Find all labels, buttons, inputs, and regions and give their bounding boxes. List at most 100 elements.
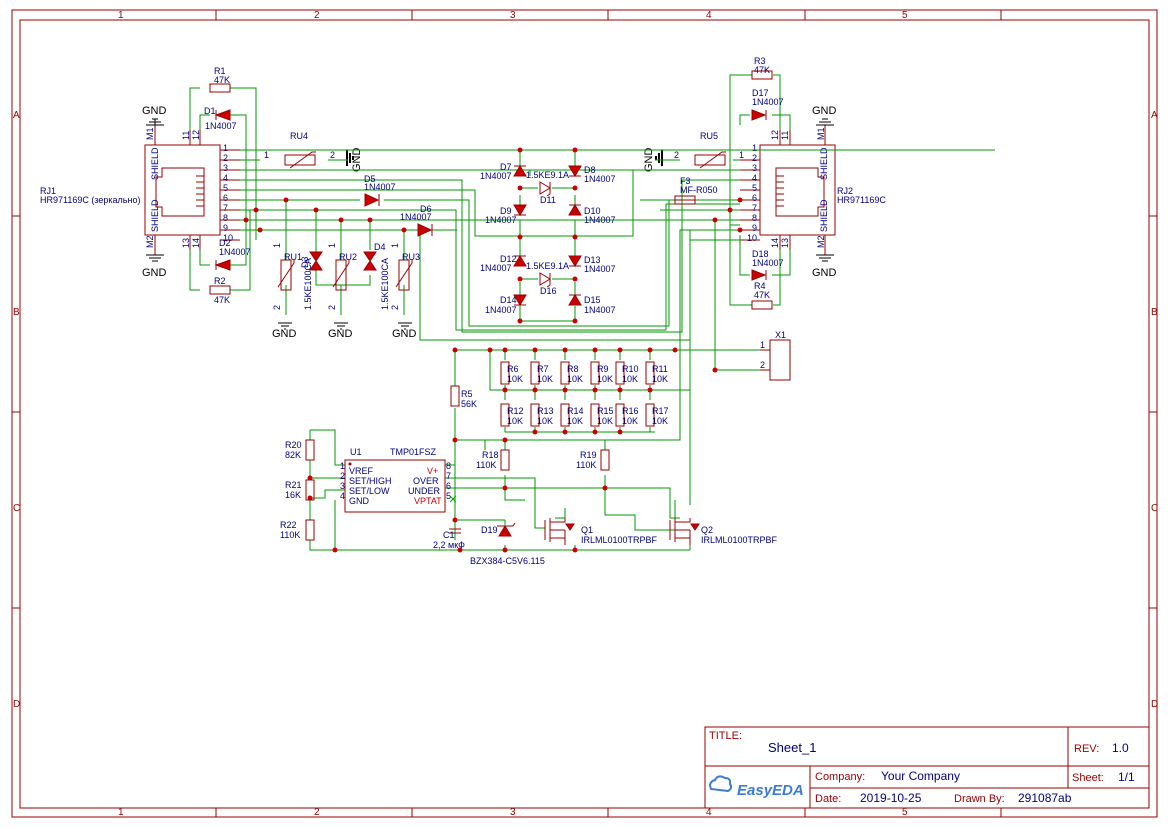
value: IRLML0100TRPBF [701,535,778,545]
ref: R9 [597,364,609,374]
value: 2,2 мкФ [433,540,465,550]
ref: U1 [350,447,362,457]
value: 10K [652,374,668,384]
ref: C1 [443,530,455,540]
gnd-icon [816,254,834,262]
resistor-r3: R3 47K [751,56,773,80]
pin-name: UNDER [408,486,441,496]
shield-label: SHIELD [150,147,160,180]
pin-number: 9 [752,223,757,233]
resistor-r20: R20 82K [285,439,315,461]
pin: 1 [390,243,400,248]
value: 110K [280,530,300,540]
ref: R5 [461,389,473,399]
frame-row-label: B [1151,307,1158,318]
frame-row-label: D [1151,699,1158,710]
value: 82K [285,450,301,460]
pin-number: 1 [340,461,345,471]
value: 1N4007 [364,182,396,192]
diode-d14: D14 1N4007 [485,294,527,315]
ref: R14 [567,406,584,416]
value: 1N4007 [485,305,517,315]
gnd-label: GND [328,328,353,340]
value: MF-R050 [680,185,718,195]
pin-number: 14 [191,238,201,248]
value: 1N4007 [400,212,432,222]
ref: R10 [622,364,639,374]
logo-text: EasyEDA [737,782,804,799]
diode-d17: D17 1N4007 [751,88,784,121]
value: 10K [537,374,553,384]
resistor-body [560,403,570,427]
value: 1N4007 [219,247,251,257]
ref: D12 [500,254,517,264]
value: 1N4007 [205,121,237,131]
ref: RU2 [339,252,357,262]
drawn-by-value: 291087ab [1018,791,1072,805]
value: 1N4007 [584,305,616,315]
value: 10K [507,416,523,426]
frame-column-ticks [12,10,1157,817]
resistor-r18: R18 110K [476,449,510,471]
pin-number: 2 [752,153,757,163]
value: 1N4007 [485,215,517,225]
sheet-title: Sheet_1 [768,740,816,755]
value: 47K [214,75,230,85]
gnd-icon [398,322,412,330]
ref: R6 [507,364,519,374]
pin-number: 7 [752,203,757,213]
rj2-ref: RJ2 [837,186,853,196]
pin-number: 4 [752,173,757,183]
pin: 2 [674,150,679,160]
resistor-body [645,403,655,427]
ref: R16 [622,406,639,416]
pin: 1 [272,243,282,248]
diode-d1: D1 1N4007 [204,106,237,131]
ref: D7 [500,162,512,172]
value: 10K [622,416,638,426]
resistor-body [590,403,600,427]
pin-number: 6 [223,193,228,203]
gnd-symbols: GND GND GND GND GND GND GND GND GND [142,105,837,340]
resistor-body [530,361,540,385]
title-block: TITLE: Sheet_1 REV: 1.0 Company: Your Co… [704,726,1150,809]
gnd-icon [655,150,663,166]
diode-d12: D12 1N4007 [480,254,527,273]
value: 110K [476,460,496,470]
ref: D9 [500,206,512,216]
resistor-body [645,361,655,385]
ref: RU1 [284,252,302,262]
diode-d2: D2 1N4007 [214,238,251,271]
frame-col-label: 2 [314,10,320,21]
resistor-body [615,403,625,427]
tvs-d4: D4 1.5KE100CA [363,242,390,310]
diode-d16: 1.5KE9.1A D16 [526,261,569,296]
pin-number: 5 [446,491,451,501]
value: 1N4007 [584,174,616,184]
pin-number: 6 [752,193,757,203]
pin-name: SET/HIGH [349,476,392,486]
ref: R4 [754,281,766,291]
ref: RU5 [700,131,718,141]
gnd-label: GND [351,148,363,173]
value: 1.5KE100CA [303,258,313,310]
mosfet-q2: Q2 IRLML0100TRPBF [669,518,778,545]
value: 1N4007 [584,264,616,274]
varistor-ru2: RU2 1 2 [327,243,357,310]
frame-row-label: A [13,110,20,121]
rj2-value: HR971169C [837,195,886,205]
ref: D15 [584,295,601,305]
m2-label: M2 [816,235,826,248]
value: 16K [285,490,301,500]
date-value: 2019-10-25 [860,791,922,805]
rj2-connector: SHIELD SHIELD M1 M2 RJ2 HR971169C 1 2 3 … [740,125,886,255]
rj1-connector: SHIELD SHIELD M1 M2 RJ1 HR971169C (зерка… [40,125,240,255]
frame-row-label: A [1151,110,1158,121]
gnd-label: GND [142,105,167,117]
